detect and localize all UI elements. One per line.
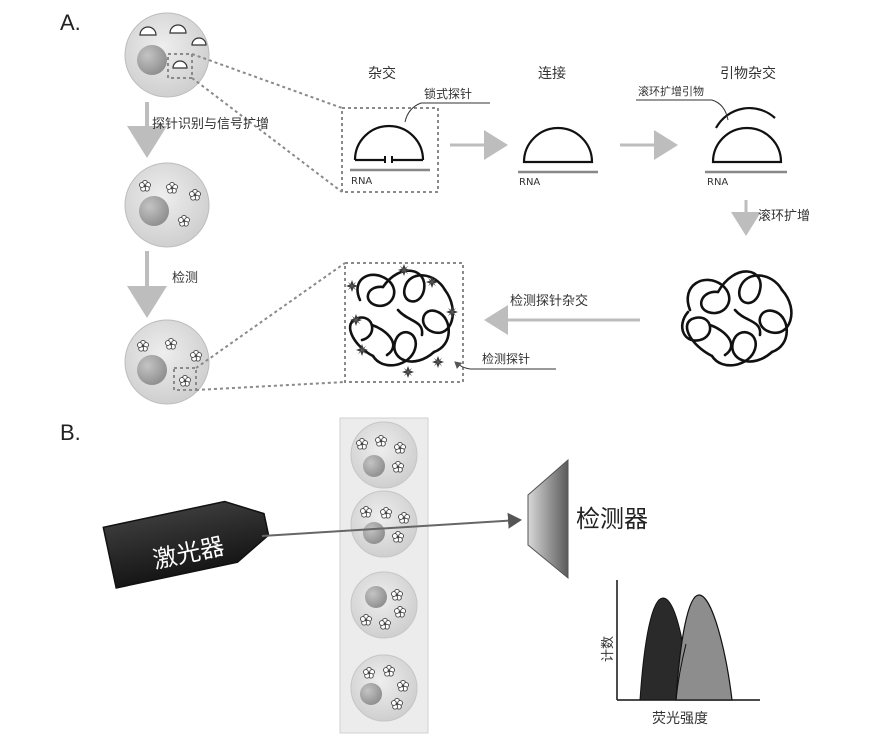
zoom-line xyxy=(195,262,346,369)
detection-box xyxy=(344,262,464,383)
laser-device: 激光器 xyxy=(102,500,270,589)
zoom-line xyxy=(191,77,343,193)
hybridize-box: RNA xyxy=(341,107,439,193)
primer-stage: RNA xyxy=(705,107,787,188)
rca-product xyxy=(681,270,793,367)
step-detect-probe-label: 检测探针杂交 xyxy=(510,293,588,309)
probe-recognition-label: 探针识别与信号扩增 xyxy=(152,117,269,132)
histogram-xlabel: 荧光强度 xyxy=(652,710,708,727)
cell-detection xyxy=(124,319,210,405)
ligation-stage: RNA xyxy=(518,126,598,188)
zoom-line xyxy=(195,381,346,391)
detection-probe-icon xyxy=(446,306,458,318)
rna-label: RNA xyxy=(519,177,540,188)
padlock-probe-label: 锁式探针 xyxy=(424,86,472,101)
flow-cell xyxy=(350,654,418,722)
histogram-ylabel: 计数 xyxy=(601,636,616,662)
flow-cell xyxy=(350,421,418,489)
rna-label: RNA xyxy=(707,177,728,188)
step-rca-label: 滚环扩增 xyxy=(758,208,810,224)
panel-a-label: A. xyxy=(60,10,81,35)
detector-device xyxy=(527,458,569,580)
flow-cell xyxy=(350,571,418,639)
detection-probe-icon xyxy=(432,356,444,368)
cell-initial xyxy=(124,12,210,98)
panel-b-label: B. xyxy=(60,420,81,445)
rna-label: RNA xyxy=(351,176,372,187)
detection-probe-icon xyxy=(402,366,414,378)
step-ligate-label: 连接 xyxy=(538,65,566,82)
step-hybridize-label: 杂交 xyxy=(368,65,396,82)
zoom-line xyxy=(191,53,343,109)
rca-primer-label: 滚环扩增引物 xyxy=(638,84,704,98)
cell-amplified xyxy=(124,162,210,248)
detection-probe-icon xyxy=(426,276,438,288)
detection-label: 检测 xyxy=(172,271,198,286)
laser-beam xyxy=(261,512,522,537)
detector-label: 检测器 xyxy=(576,505,648,533)
flow-cell xyxy=(350,490,418,558)
fluorescence-histogram xyxy=(616,580,760,701)
detection-probe-label: 检测探针 xyxy=(482,351,530,366)
detection-probe-icon xyxy=(398,264,410,276)
step-primer-hybridize-label: 引物杂交 xyxy=(720,65,776,82)
